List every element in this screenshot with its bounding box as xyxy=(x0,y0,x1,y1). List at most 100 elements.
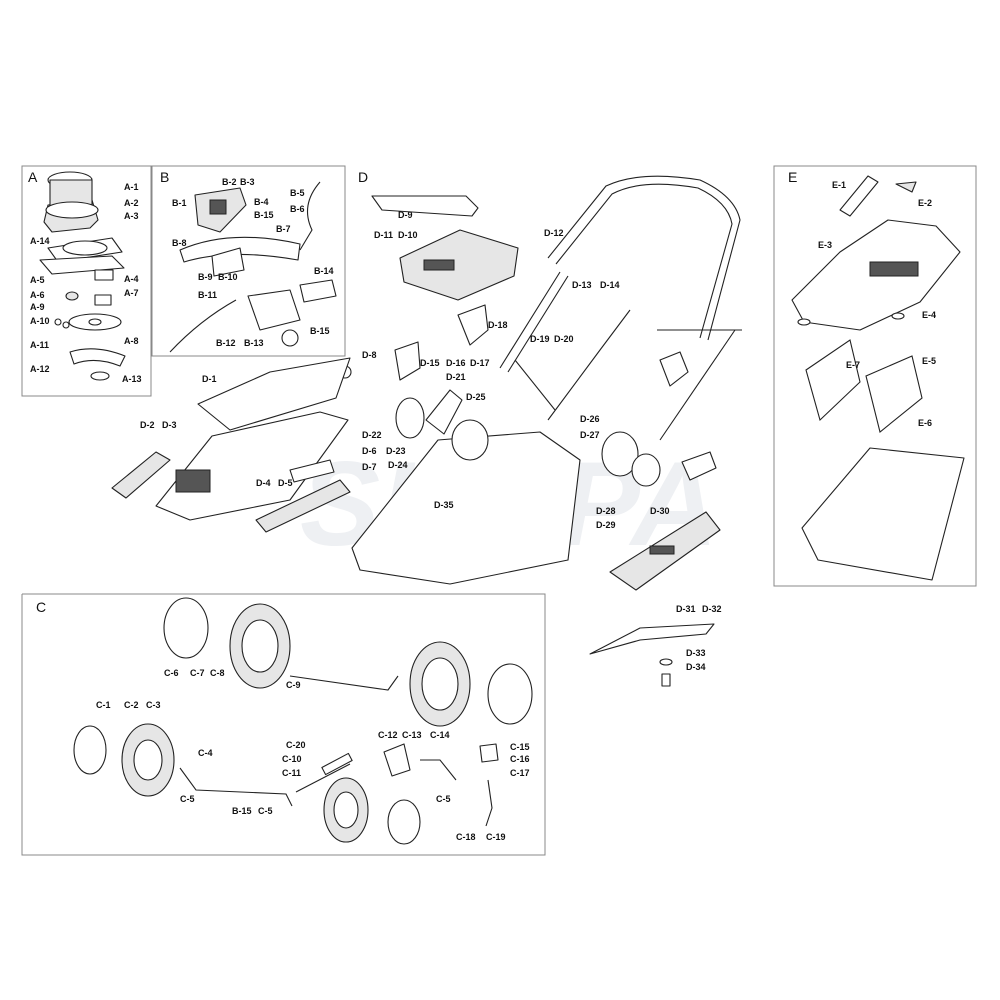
part-label: D-16 xyxy=(446,358,466,368)
part-label: D-21 xyxy=(446,372,466,382)
part-label: D-14 xyxy=(600,280,620,290)
part-label: B-14 xyxy=(314,266,334,276)
part-label: D-25 xyxy=(466,392,486,402)
part-label: A-9 xyxy=(30,302,45,312)
part-label: C-5 xyxy=(180,794,195,804)
part-label: D-7 xyxy=(362,462,377,472)
part-label: C-7 xyxy=(190,668,205,678)
part-label: C-13 xyxy=(402,730,422,740)
part-label: D-20 xyxy=(554,334,574,344)
part-label: D-15 xyxy=(420,358,440,368)
part-label: D-8 xyxy=(362,350,377,360)
part-label: D-28 xyxy=(596,506,616,516)
part-label: C-14 xyxy=(430,730,450,740)
part-label: C-1 xyxy=(96,700,111,710)
part-label: D-5 xyxy=(278,478,293,488)
section-title-e: E xyxy=(788,169,797,185)
section-a-parts xyxy=(39,171,126,381)
part-label: A-3 xyxy=(124,211,139,221)
section-d-parts xyxy=(111,175,742,687)
part-label: A-8 xyxy=(124,336,139,346)
part-label: E-5 xyxy=(922,356,936,366)
part-label: A-7 xyxy=(124,288,139,298)
part-label: C-10 xyxy=(282,754,302,764)
part-label: C-2 xyxy=(124,700,139,710)
part-label: B-13 xyxy=(244,338,264,348)
part-label: D-2 xyxy=(140,420,155,430)
part-label: B-9 xyxy=(198,272,213,282)
section-e-parts xyxy=(791,175,965,581)
part-label: A-14 xyxy=(30,236,50,246)
part-label: B-4 xyxy=(254,197,269,207)
part-label: D-34 xyxy=(686,662,706,672)
part-label: E-4 xyxy=(922,310,936,320)
part-label: D-32 xyxy=(702,604,722,614)
section-b-parts xyxy=(169,181,337,353)
part-label: A-13 xyxy=(122,374,142,384)
part-label: D-30 xyxy=(650,506,670,516)
part-label: D-12 xyxy=(544,228,564,238)
part-label: E-7 xyxy=(846,360,860,370)
part-label: C-19 xyxy=(486,832,506,842)
part-label: A-1 xyxy=(124,182,139,192)
part-label: B-15 xyxy=(232,806,252,816)
part-label: C-12 xyxy=(378,730,398,740)
part-label: D-29 xyxy=(596,520,616,530)
part-label: E-2 xyxy=(918,198,932,208)
section-a-frame xyxy=(21,165,152,397)
part-label: C-8 xyxy=(210,668,225,678)
part-label: D-24 xyxy=(388,460,408,470)
part-label: A-5 xyxy=(30,275,45,285)
part-label: E-6 xyxy=(918,418,932,428)
part-label: D-3 xyxy=(162,420,177,430)
section-e-frame xyxy=(773,165,977,587)
part-label: D-1 xyxy=(202,374,217,384)
part-label: A-10 xyxy=(30,316,50,326)
part-label: E-3 xyxy=(818,240,832,250)
part-label: B-5 xyxy=(290,188,305,198)
part-label: B-15 xyxy=(310,326,330,336)
part-label: D-17 xyxy=(470,358,490,368)
part-label: B-15 xyxy=(254,210,274,220)
section-c-frame xyxy=(21,593,546,856)
section-title-b: B xyxy=(160,169,169,185)
part-label: B-10 xyxy=(218,272,238,282)
section-title-d: D xyxy=(358,169,368,185)
part-label: D-35 xyxy=(434,500,454,510)
part-label: C-4 xyxy=(198,748,213,758)
part-label: D-9 xyxy=(398,210,413,220)
part-label: C-6 xyxy=(164,668,179,678)
part-label: D-6 xyxy=(362,446,377,456)
part-label: B-1 xyxy=(172,198,187,208)
part-label: C-9 xyxy=(286,680,301,690)
part-label: B-3 xyxy=(240,177,255,187)
part-label: D-4 xyxy=(256,478,271,488)
section-c-parts xyxy=(73,597,533,845)
part-label: A-2 xyxy=(124,198,139,208)
part-label: D-23 xyxy=(386,446,406,456)
part-label: D-19 xyxy=(530,334,550,344)
part-label: D-10 xyxy=(398,230,418,240)
part-label: B-11 xyxy=(198,290,217,300)
part-label: D-33 xyxy=(686,648,706,658)
part-label: B-6 xyxy=(290,204,305,214)
part-label: B-8 xyxy=(172,238,187,248)
part-label: A-12 xyxy=(30,364,50,374)
part-label: C-11 xyxy=(282,768,301,778)
part-label: D-27 xyxy=(580,430,600,440)
part-label: D-31 xyxy=(676,604,696,614)
part-label: D-18 xyxy=(488,320,508,330)
section-title-c: C xyxy=(36,599,46,615)
part-label: B-2 xyxy=(222,177,237,187)
part-label: C-3 xyxy=(146,700,161,710)
part-label: C-17 xyxy=(510,768,530,778)
part-label: C-5 xyxy=(258,806,273,816)
part-label: B-12 xyxy=(216,338,236,348)
part-label: A-4 xyxy=(124,274,139,284)
part-label: A-11 xyxy=(30,340,49,350)
section-title-a: A xyxy=(28,169,38,185)
part-label: D-22 xyxy=(362,430,382,440)
part-label: E-1 xyxy=(832,180,846,190)
part-label: D-13 xyxy=(572,280,592,290)
